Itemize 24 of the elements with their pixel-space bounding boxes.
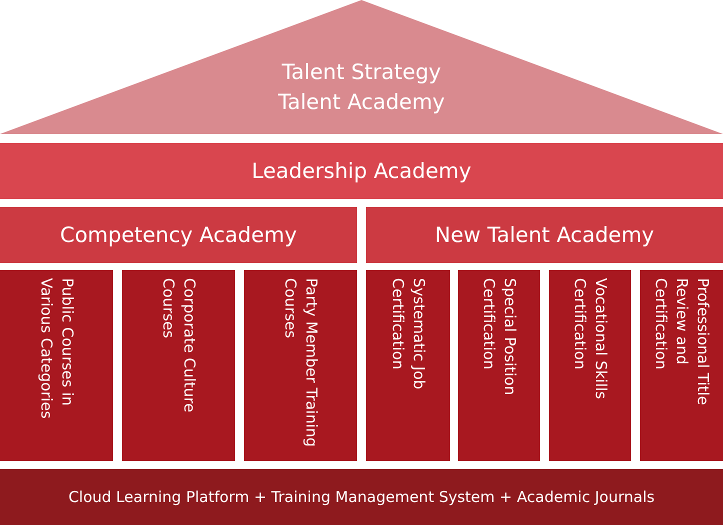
academy-title: Leadership Academy: [252, 159, 472, 183]
foundation-label: Cloud Learning Platform + Training Management System + Academic Journals: [68, 488, 655, 506]
roof-heading: Talent Academy: [278, 89, 445, 116]
pillar-label: Public Courses in Various Categories: [36, 278, 78, 421]
program-pillar: [458, 270, 540, 461]
pillar-label: Party Member Training Courses: [280, 278, 322, 449]
foundation-bar: [0, 469, 723, 525]
pillar-label: Corporate Culture Courses: [158, 278, 200, 414]
program-pillar: [122, 270, 235, 461]
pillar-label: Vocational Skills Certification: [570, 278, 611, 402]
academy-banner: [0, 207, 357, 263]
academy-banner: [0, 143, 723, 199]
academy-title: New Talent Academy: [434, 223, 654, 247]
pillar-label: Systematic Job Certification: [388, 278, 429, 392]
program-pillar: [549, 270, 631, 461]
roof-heading: Talent Strategy: [282, 59, 442, 86]
pillar-label: Special Position Certification: [479, 278, 520, 398]
academy-banner: [366, 207, 723, 263]
academy-title: Competency Academy: [60, 223, 297, 247]
pillar-label: Professional Title Review and Certification: [651, 278, 713, 408]
program-pillar: [0, 270, 113, 461]
program-pillar: [244, 270, 357, 461]
program-pillar: [640, 270, 723, 461]
program-pillar: [366, 270, 450, 461]
